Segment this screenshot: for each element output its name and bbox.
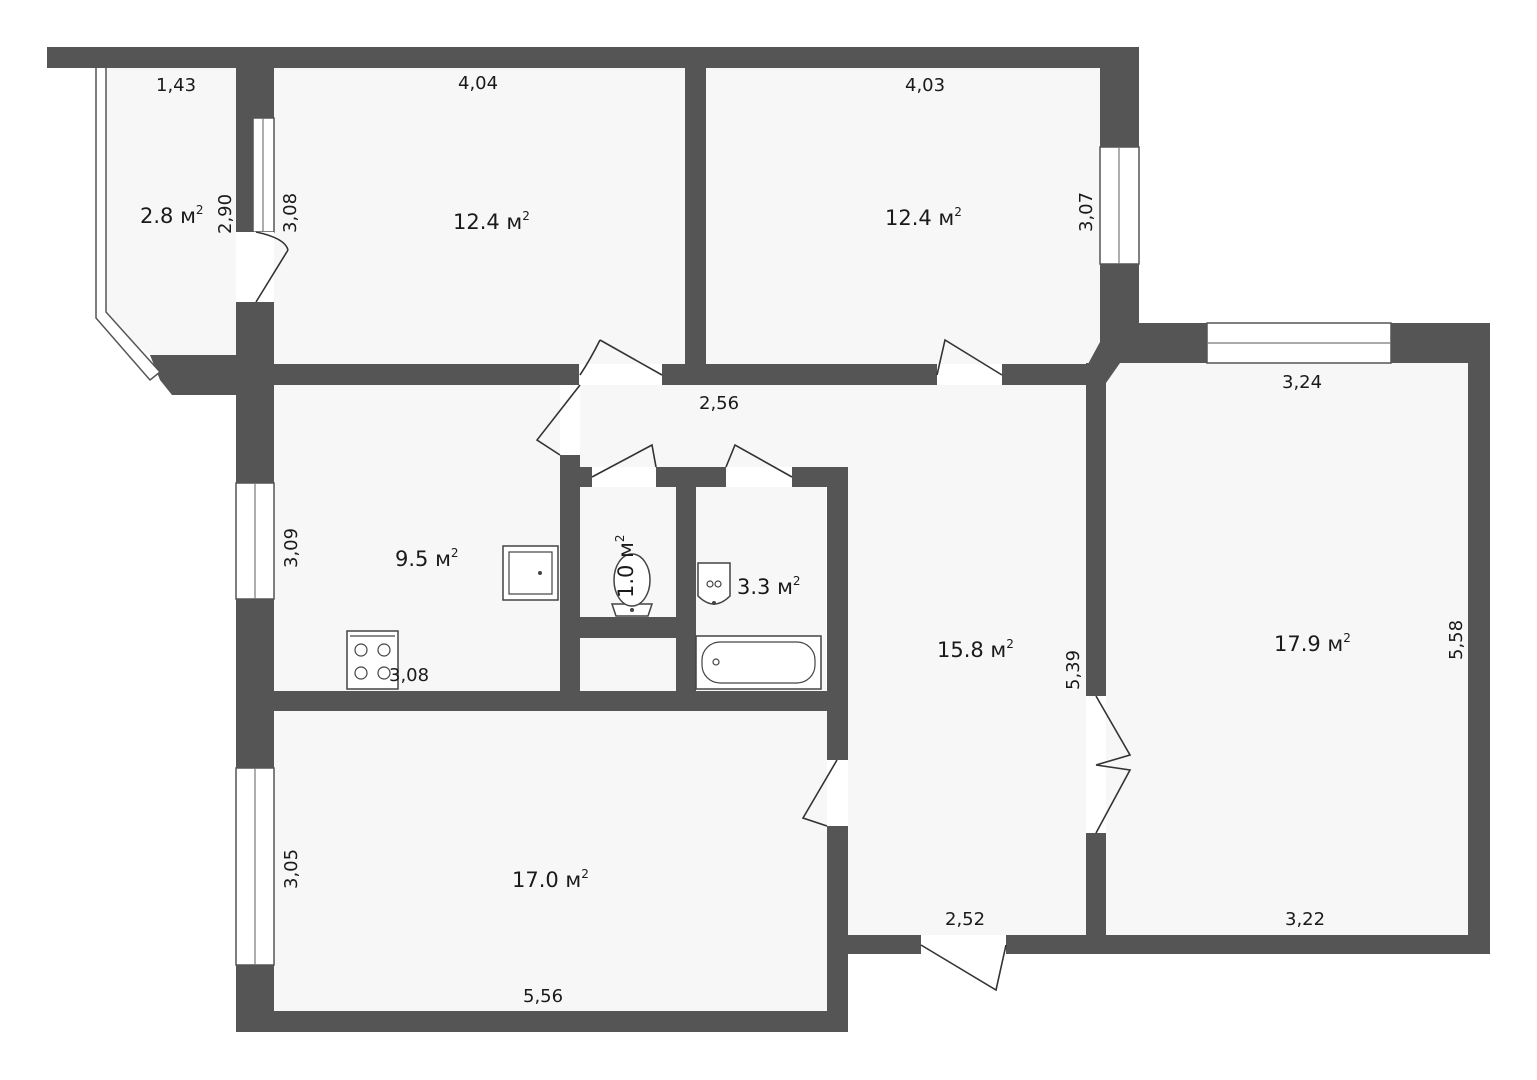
living-room-floor [1106,363,1468,935]
hallway-floor [580,385,1086,935]
dim-bedroom-left-width: 4,04 [458,73,498,94]
door-living-room [1095,695,1132,834]
area-balcony: 2.8 м2 [140,203,204,228]
dim-bottom-room-height: 3,05 [281,849,302,889]
area-bedroom-bottom: 17.0 м2 [512,867,589,892]
wall-toilet-shelf [580,617,676,638]
dim-kitchen-width: 3,08 [389,665,429,686]
door-toilet [591,443,657,478]
wall-kitchen-right [560,455,580,711]
door-bathroom [725,443,793,478]
bedroom-left-floor [274,68,685,364]
area-toilet: 1.0 м2 [613,534,638,598]
area-bedroom-right: 12.4 м2 [885,205,962,230]
door-bedroom-right [936,338,1003,376]
dim-hall-bottom: 2,52 [945,909,985,930]
wall-bottom-hall [827,935,921,954]
wall-bottom-room-right [827,826,848,1032]
dim-bedroom-left-height: 3,08 [280,193,301,233]
area-kitchen: 9.5 м2 [395,546,459,571]
door-balcony [255,231,289,303]
door-bedroom-left [579,339,663,376]
sink-kitchen [502,545,559,601]
wall-bottom-right [1006,935,1490,954]
dim-hall-height: 5,39 [1063,650,1084,690]
area-bathroom: 3.3 м2 [737,574,801,599]
balcony-floor [96,68,236,355]
wall-kitchen-bottom [274,691,848,711]
bedroom-right-floor [706,68,1100,364]
wall-toilet-top [560,467,592,487]
area-living-room: 17.9 м2 [1274,631,1351,656]
dim-living-top: 3,24 [1282,372,1322,393]
bathtub [695,635,822,690]
dim-balcony-width: 1,43 [156,75,196,96]
area-labels: 2.8 м2 12.4 м2 12.4 м2 9.5 м2 1.0 м2 3.3… [140,203,1351,892]
wall-bath-right [827,467,848,760]
windows [95,68,1392,966]
area-hallway: 15.8 м2 [937,637,1014,662]
wall-top [47,47,1139,68]
dim-living-height: 5,58 [1446,620,1467,660]
wall-hall-living [1086,363,1106,696]
stove [346,630,399,690]
door-kitchen [535,384,581,456]
wall-bedrooms-divider [685,68,706,364]
wall-toilet-bath-divider [676,467,696,711]
wall-mid-horizontal-left [274,364,579,385]
dimension-labels: 1,43 2,90 4,04 3,08 4,03 3,07 2,56 3,24 … [156,73,1467,1007]
wall-living-right [1468,323,1490,954]
doors [236,231,1132,992]
sink-bathroom [697,562,731,605]
dim-balcony-height: 2,90 [215,194,236,234]
fixtures [346,545,822,690]
wall-mid-horizontal-right [1002,364,1088,385]
dim-bottom-room-width: 5,56 [523,986,563,1007]
dim-kitchen-height: 3,09 [281,528,302,568]
dim-corridor-width: 2,56 [699,393,739,414]
wall-bottom [236,1011,848,1032]
dim-bedroom-right-width: 4,03 [905,75,945,96]
toilet-closet-floor [580,638,676,691]
dim-living-bottom: 3,22 [1285,909,1325,930]
wall-mid-horizontal-center [662,364,937,385]
door-entrance [920,944,1007,992]
bedroom-bottom-floor [274,711,827,1011]
door-bedroom-bottom [801,759,838,827]
wall-hall-living-lower [1086,833,1106,954]
kitchen-floor [274,385,560,691]
window-balcony [95,68,162,382]
dim-bedroom-right-height: 3,07 [1076,192,1097,232]
wall-balcony-bottom [150,355,274,395]
area-bedroom-left: 12.4 м2 [453,209,530,234]
